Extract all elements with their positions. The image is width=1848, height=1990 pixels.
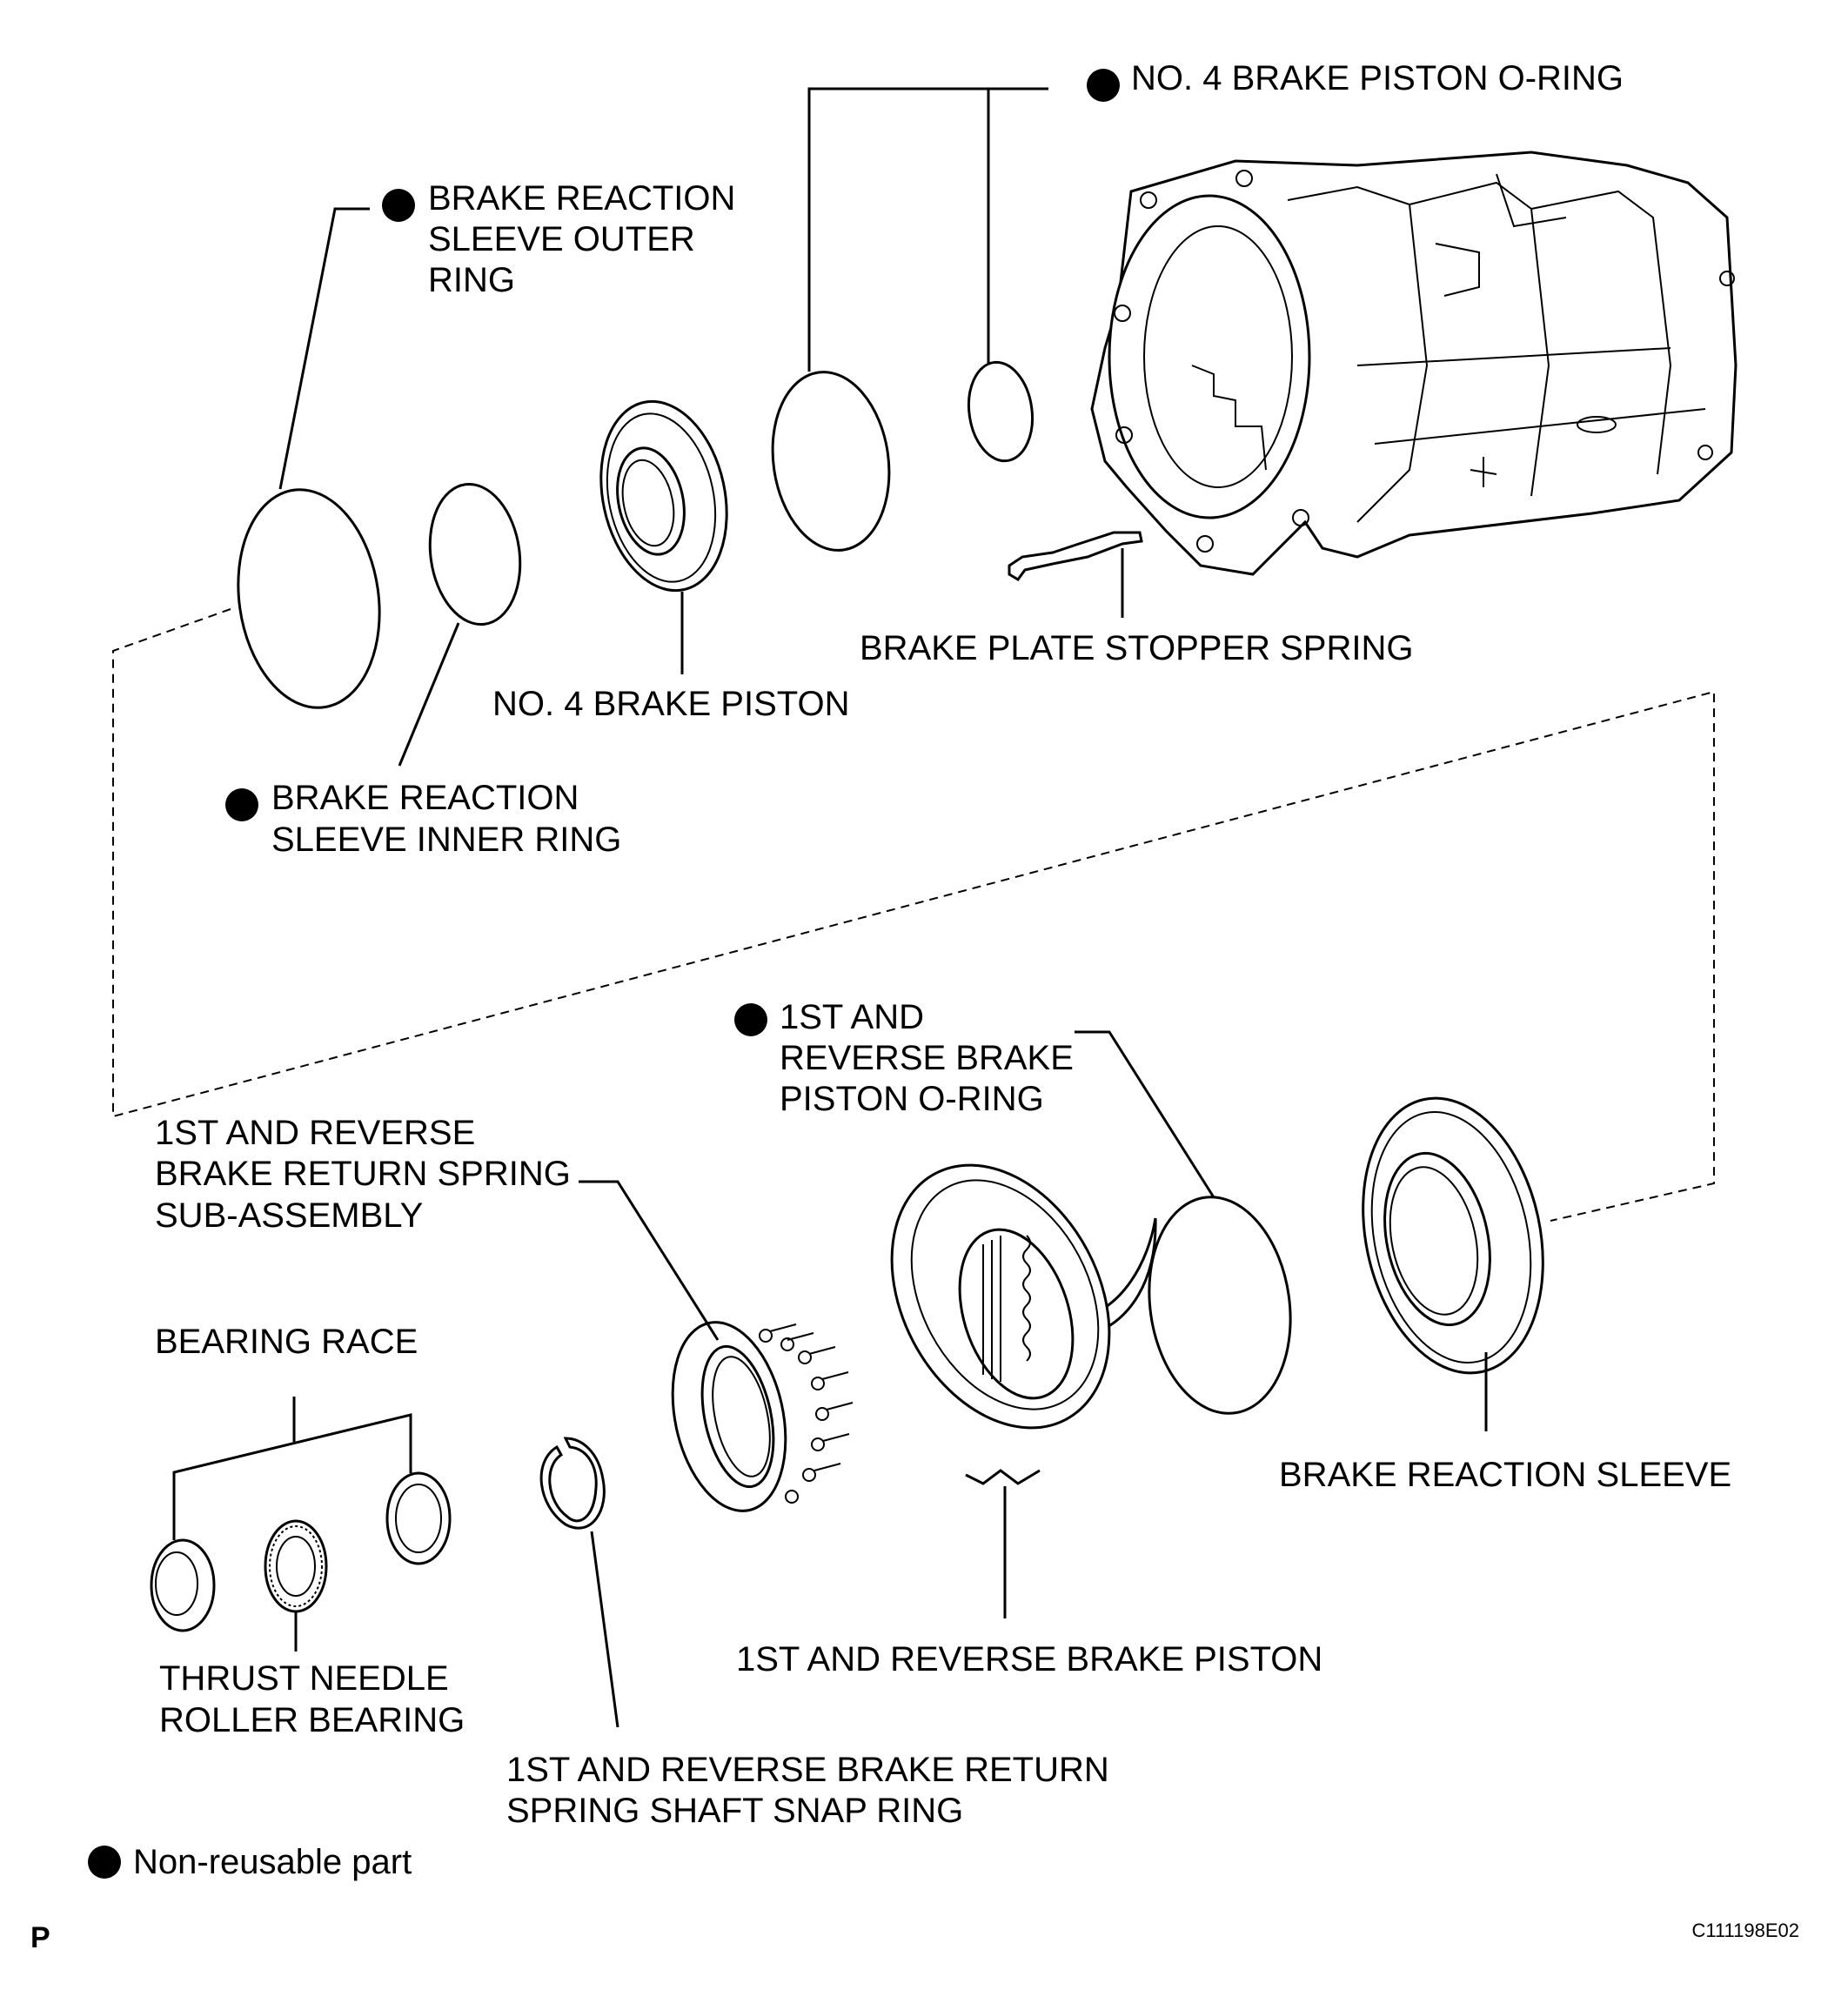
label-snap-ring: 1ST AND REVERSE BRAKE RETURN SPRING SHAF…: [506, 1751, 1119, 1830]
no4-brake-piston-oring-large: [771, 371, 891, 552]
no4-brake-piston: [599, 399, 728, 593]
label-return-spring-sub: 1ST AND REVERSE BRAKE RETURN SPRING SUB-…: [155, 1114, 580, 1235]
label-stopper-spring: BRAKE PLATE STOPPER SPRING: [860, 629, 1413, 667]
transmission-case: [1090, 151, 1738, 576]
page-marker: P: [30, 1921, 50, 1954]
inner-ring-leader: [398, 622, 460, 767]
legend-icon: [88, 1846, 121, 1879]
outer-ring-leader: [278, 207, 370, 490]
brake-reaction-sleeve-outer-ring: [237, 488, 381, 709]
non-reusable-marker-icon: [1087, 69, 1120, 102]
non-reusable-marker-icon: [734, 1003, 767, 1036]
brake-reaction-sleeve-inner-ring: [428, 482, 522, 626]
return-spring-leader: [579, 1180, 720, 1341]
label-reaction-sleeve: BRAKE REACTION SLEEVE: [1279, 1456, 1731, 1494]
thrust-needle-roller-bearing: [264, 1519, 328, 1613]
label-first-rev-oring: 1ST AND REVERSE BRAKE PISTON O-RING: [780, 998, 1083, 1118]
first-reverse-brake-piston-oring: [1148, 1196, 1292, 1415]
first-rev-oring-leader: [1075, 1030, 1215, 1198]
non-reusable-marker-icon: [382, 189, 415, 222]
bearing-race-right: [385, 1471, 452, 1565]
bearing-race-left: [150, 1538, 216, 1632]
non-reusable-marker-icon: [225, 788, 258, 821]
label-sleeve-inner-ring: BRAKE REACTION SLEEVE INNER RING: [271, 779, 621, 859]
legend-text: Non-reusable part: [133, 1843, 412, 1881]
label-bearing-race: BEARING RACE: [155, 1323, 418, 1361]
snap-ring-leader: [590, 1531, 619, 1728]
assembly-boundary-dashed: [112, 608, 1715, 1222]
brake-reaction-sleeve: [1362, 1096, 1544, 1375]
no4-oring-leader: [807, 87, 1048, 372]
figure-code: C111198E02: [1691, 1920, 1799, 1941]
label-no4-piston: NO. 4 BRAKE PISTON: [492, 685, 850, 723]
no4-brake-piston-oring-small: [967, 360, 1034, 463]
first-reverse-brake-piston: [890, 1163, 1157, 1485]
bearing-race-leader: [172, 1413, 412, 1540]
label-no4-piston-oring: NO. 4 BRAKE PISTON O-RING: [1131, 59, 1624, 97]
return-spring-sub-assembly: [671, 1321, 854, 1512]
snap-ring: [539, 1437, 606, 1530]
label-first-rev-piston: 1ST AND REVERSE BRAKE PISTON: [736, 1640, 1322, 1678]
label-thrust-bearing: THRUST NEEDLE ROLLER BEARING: [159, 1659, 465, 1739]
brake-plate-stopper-spring: [1008, 531, 1143, 581]
label-sleeve-outer-ring: BRAKE REACTION SLEEVE OUTER RING: [428, 179, 746, 299]
